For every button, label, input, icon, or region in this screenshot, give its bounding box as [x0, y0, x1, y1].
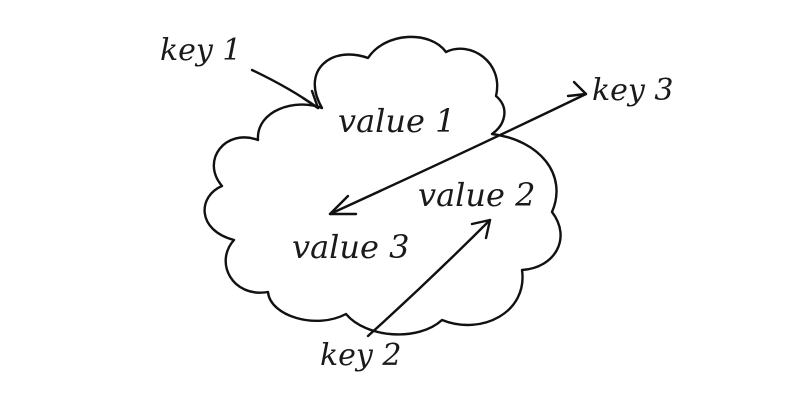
key-3-label: key 3 [592, 73, 674, 108]
value-3-label: value 3 [292, 228, 409, 266]
key-1-label: key 1 [160, 33, 242, 68]
arrow-key3-to-value3 [328, 80, 588, 216]
cloud-outline [203, 35, 562, 336]
key-2-label: key 2 [320, 338, 402, 373]
arrow-key1-to-value1 [250, 68, 320, 110]
value-1-label: value 1 [338, 102, 455, 140]
value-2-label: value 2 [418, 176, 535, 214]
arrow-key2-to-value2 [366, 218, 492, 338]
